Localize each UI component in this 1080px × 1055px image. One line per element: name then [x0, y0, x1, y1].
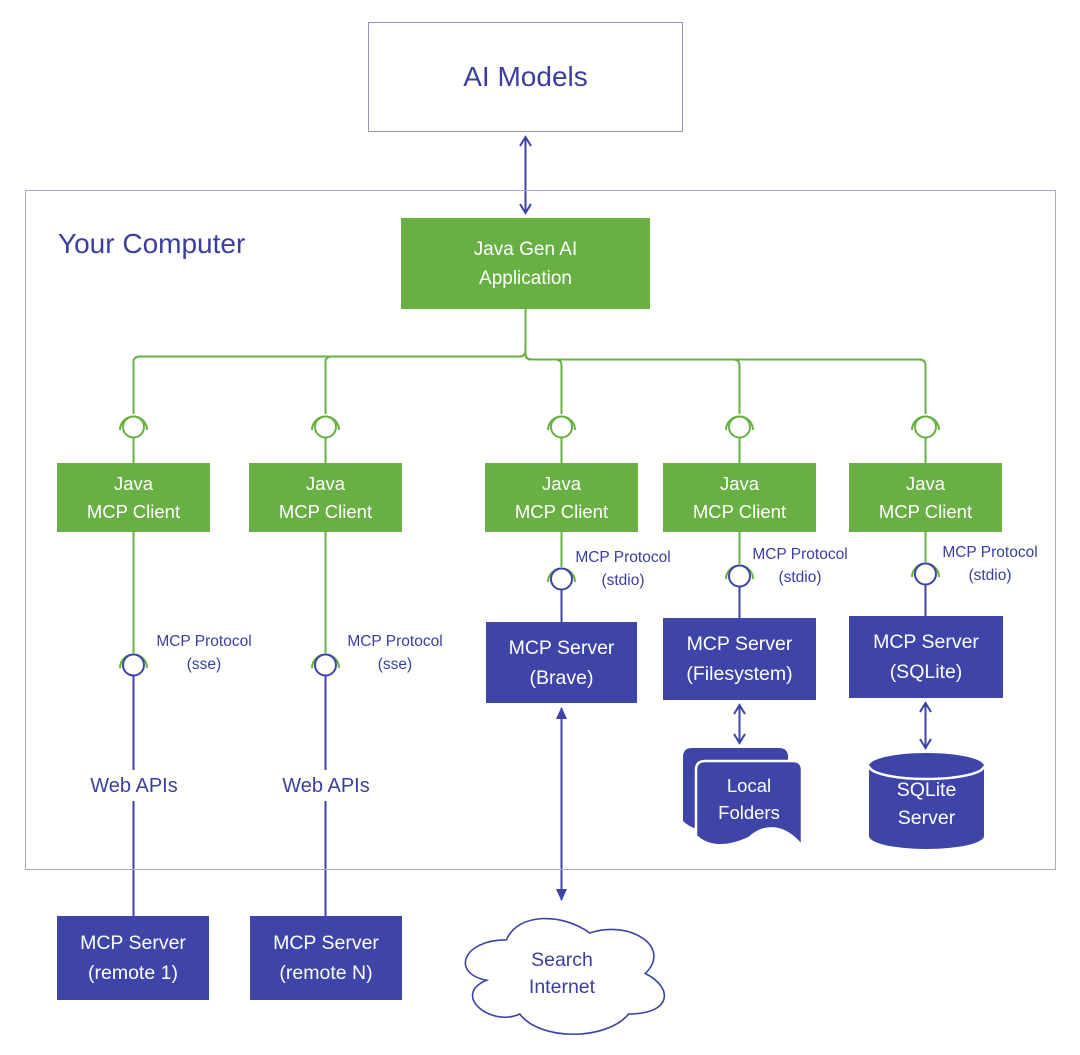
mcp-server-sqlite-box: MCP Server (SQLite) [849, 616, 1003, 698]
java-mcp-client-box-2: Java MCP Client [249, 463, 402, 532]
mcp-protocol-stdio-label-3: MCP Protocol (stdio) [942, 544, 1038, 584]
your-computer-label: Your Computer [58, 228, 246, 259]
local-folders-shape [683, 748, 804, 850]
mcp-protocol-stdio-label-2: MCP Protocol (stdio) [752, 546, 848, 586]
ai-models-box: AI Models [368, 22, 683, 132]
sqlite-server-label: SQLite Server [896, 779, 957, 829]
search-internet-label: Search Internet [528, 949, 596, 998]
mcp-server-remoteN-box: MCP Server (remote N) [250, 916, 402, 1000]
sqlite-database-icon [867, 753, 986, 849]
java-mcp-client-box-5: Java MCP Client [849, 463, 1002, 532]
client-tree-lines [132, 309, 927, 463]
web-apis-label-1: Web APIs [90, 775, 178, 797]
local-folders-label: Local Folders [718, 775, 780, 823]
mcp-server-remote1-box: MCP Server (remote 1) [57, 916, 209, 1000]
java-mcp-client-box-1: Java MCP Client [57, 463, 210, 532]
your-computer-region [25, 190, 1056, 870]
internet-cloud-shape [464, 917, 666, 1036]
sse-branch-lines [119, 532, 340, 916]
mcp-protocol-sse-label-1: MCP Protocol (sse) [156, 633, 252, 673]
java-mcp-client-box-4: Java MCP Client [663, 463, 816, 532]
mcp-protocol-sse-label-2: MCP Protocol (sse) [347, 633, 443, 673]
mcp-server-brave-box: MCP Server (Brave) [486, 622, 637, 703]
mcp-server-filesystem-box: MCP Server (Filesystem) [663, 618, 816, 700]
java-mcp-client-box-3: Java MCP Client [485, 463, 638, 532]
stdio-branch-lines [547, 532, 940, 622]
web-apis-label-2: Web APIs [282, 775, 370, 797]
mcp-protocol-stdio-label-1: MCP Protocol (stdio) [575, 549, 671, 589]
java-gen-ai-application-box: Java Gen AI Application [401, 218, 650, 309]
tree-socket-icons [119, 415, 940, 439]
